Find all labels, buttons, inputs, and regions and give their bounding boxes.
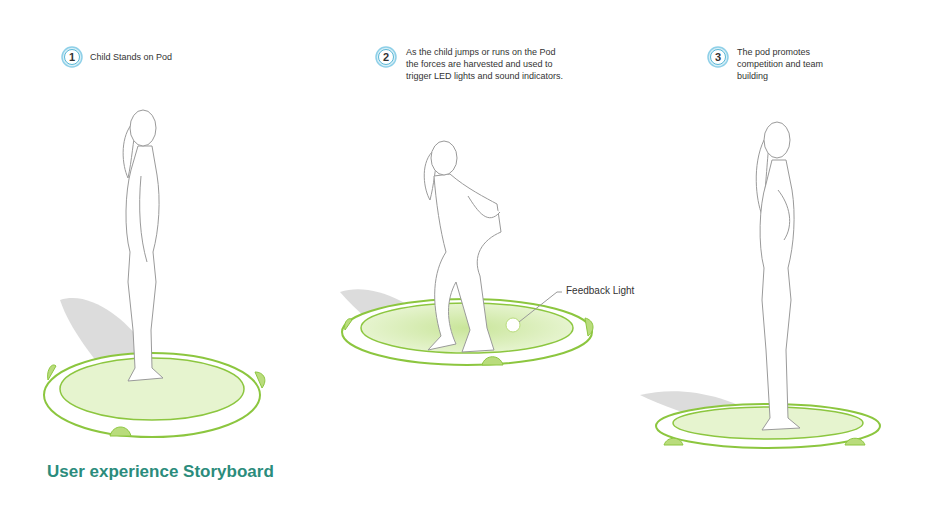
pod-scene-three [640, 122, 880, 448]
pod-tab [585, 318, 593, 336]
feedback-light [506, 318, 520, 332]
pod-tab [345, 319, 352, 330]
step-number-circle: 2 [375, 46, 397, 68]
storyboard-title: User experience Storyboard [47, 462, 274, 482]
pod-tab [482, 357, 503, 365]
callout-number: 2 [383, 51, 389, 63]
step-number-circle: 1 [61, 46, 83, 68]
child-standing [756, 122, 800, 430]
child-standing [123, 110, 163, 381]
child-jumping [424, 141, 501, 352]
leader-line [519, 292, 562, 322]
step-number-circle: 3 [707, 46, 729, 68]
pod-tab [255, 372, 265, 388]
pod-tab [48, 365, 56, 380]
pod-scene-one [44, 110, 265, 437]
callout-number: 1 [69, 51, 75, 63]
pod-tab [110, 427, 131, 436]
callout-label: Feedback Light [566, 285, 634, 297]
pod-tab [845, 438, 865, 445]
pod-tab [664, 438, 683, 445]
callout-number: 3 [715, 51, 721, 63]
step-description: As the child jumps or runs on the Pod th… [406, 46, 566, 82]
step-description: The pod promotes competition and team bu… [737, 46, 837, 82]
pod-scene-two [340, 141, 593, 365]
step-description: Child Stands on Pod [90, 51, 230, 63]
